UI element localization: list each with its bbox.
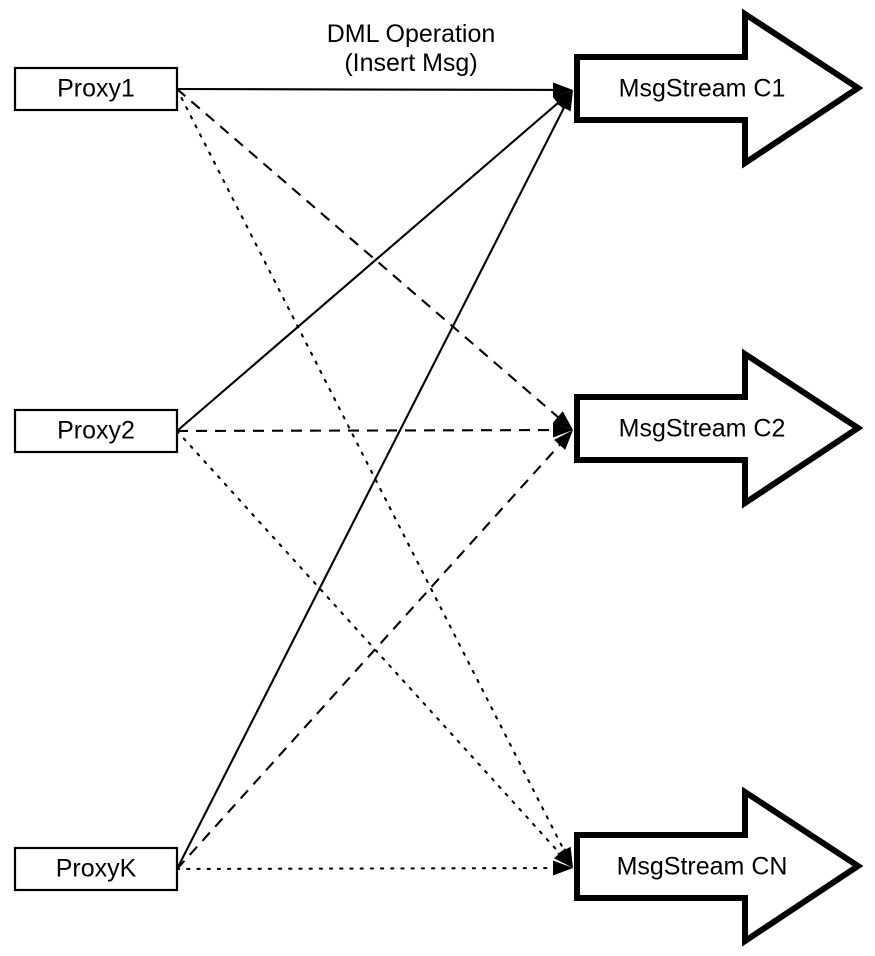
- annotations-layer: DML Operation(Insert Msg): [327, 20, 496, 77]
- proxy-label: Proxy2: [57, 417, 135, 445]
- stream-label: MsgStream CN: [617, 853, 788, 881]
- stream-arrow-shape: [574, 8, 864, 169]
- arrowhead-proxy2-to-msgstream-c2: [552, 422, 573, 438]
- edge-proxyk-to-msgstream-c1: [176, 98, 570, 870]
- edge-proxy1-to-msgstream-cn: [175, 87, 570, 861]
- edge-proxy2-to-msgstream-c2: [176, 428, 564, 433]
- proxy-proxy2[interactable]: Proxy2: [13, 408, 179, 454]
- streams-layer: MsgStream C1 MsgStream C2 MsgStream CN: [574, 8, 864, 947]
- annotation-line-2: (Insert Msg): [344, 49, 477, 77]
- proxy-box-rect: [13, 408, 179, 454]
- arrowhead-proxyk-to-msgstream-c1: [557, 90, 573, 112]
- proxy-proxy1[interactable]: Proxy1: [13, 66, 179, 112]
- proxy-label: ProxyK: [56, 855, 137, 883]
- edge-proxy1-to-msgstream-c1: [176, 87, 564, 92]
- stream-arrow-shape: [574, 786, 864, 947]
- edges-layer: [175, 87, 570, 871]
- annotation-line-1: DML Operation: [327, 20, 496, 48]
- proxy-box-rect: [13, 66, 179, 112]
- proxy-box-rect: [13, 846, 179, 892]
- stream-label: MsgStream C2: [619, 415, 786, 443]
- proxy-label: Proxy1: [57, 75, 135, 103]
- edge-proxy2-to-msgstream-c1: [176, 95, 567, 432]
- stream-msgstream-c2[interactable]: MsgStream C2: [574, 348, 864, 509]
- arrowheads-layer: [552, 82, 573, 876]
- stream-label: MsgStream C1: [619, 75, 786, 103]
- edge-proxy1-to-msgstream-c2: [176, 88, 567, 425]
- arrowhead-proxyk-to-msgstream-cn: [552, 860, 573, 876]
- arrowhead-proxy1-to-msgstream-c1: [552, 82, 573, 98]
- edge-proxyk-to-msgstream-c2: [176, 436, 568, 870]
- arrowhead-proxy1-to-msgstream-c2: [552, 411, 573, 430]
- stream-msgstream-c1[interactable]: MsgStream C1: [574, 8, 864, 169]
- arrowhead-proxyk-to-msgstream-c2: [554, 430, 573, 450]
- annotation-dml-operation: DML Operation(Insert Msg): [327, 20, 496, 77]
- stream-arrow-shape: [574, 348, 864, 509]
- arrowhead-proxy2-to-msgstream-cn: [554, 848, 573, 868]
- proxy-proxyk[interactable]: ProxyK: [13, 846, 179, 892]
- stream-msgstream-cn[interactable]: MsgStream CN: [574, 786, 864, 947]
- edge-proxyk-to-msgstream-cn: [175, 866, 565, 871]
- edge-proxy2-to-msgstream-cn: [175, 429, 568, 862]
